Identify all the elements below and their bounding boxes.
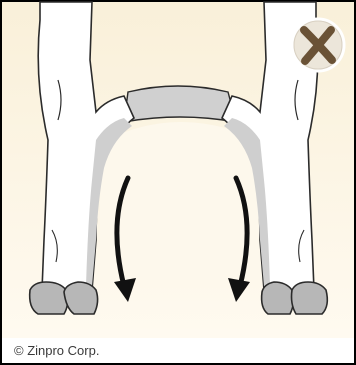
right-hoof-outer xyxy=(292,282,328,314)
udder-body xyxy=(100,122,262,280)
udder-shade xyxy=(124,86,236,122)
right-hoof-inner xyxy=(262,282,294,314)
left-hoof-inner xyxy=(64,282,98,314)
left-hoof-outer xyxy=(30,282,68,314)
copyright-text: © Zinpro Corp. xyxy=(14,343,99,359)
x-mark-icon xyxy=(292,19,344,71)
